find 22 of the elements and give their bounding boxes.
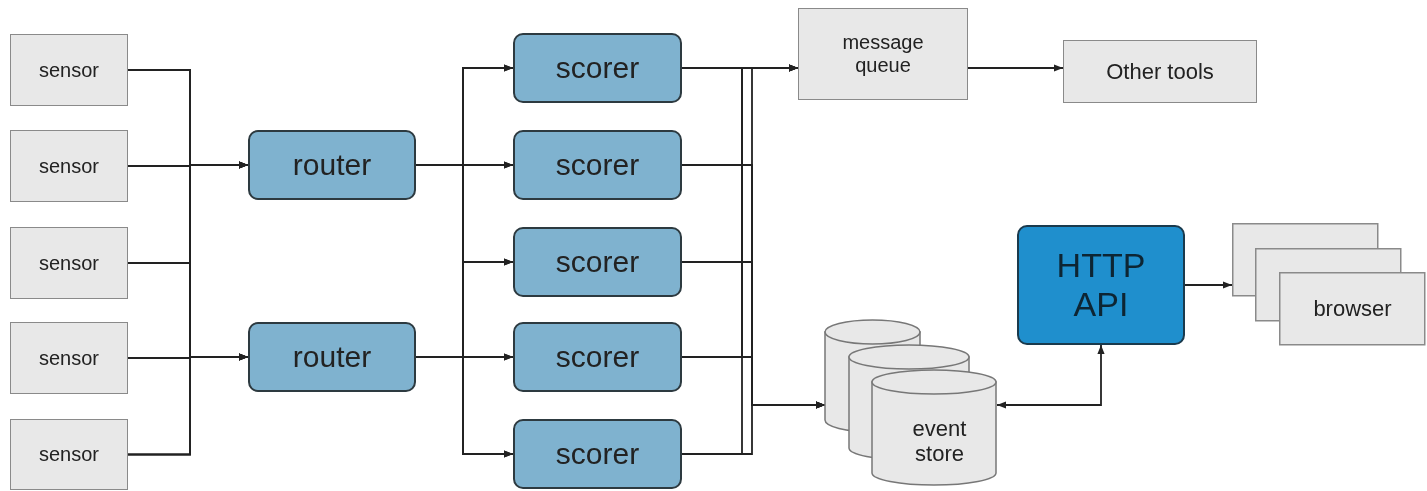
- scorer-box: scorer: [513, 130, 682, 200]
- tool-box: Other tools: [1063, 40, 1257, 103]
- connector-arrow: [681, 401, 826, 455]
- sensor-box: sensor: [10, 419, 128, 490]
- router-box: router: [248, 322, 416, 392]
- scorer-box: scorer: [513, 322, 682, 392]
- router-box: router: [248, 130, 416, 200]
- sensor-box: sensor: [10, 130, 128, 202]
- connector-arrow: [127, 353, 249, 456]
- database-stack: event store: [825, 320, 997, 486]
- api-box: HTTP API: [1017, 225, 1185, 345]
- scorer-box: scorer: [513, 419, 682, 489]
- sensor-box: sensor: [10, 34, 128, 106]
- connector-arrow: [996, 344, 1105, 409]
- scorer-box: scorer: [513, 33, 682, 103]
- browser-stack: browser: [1232, 223, 1426, 346]
- scorer-box: scorer: [513, 227, 682, 297]
- queue-box: message queue: [798, 8, 968, 100]
- sensor-box: sensor: [10, 227, 128, 299]
- sensor-box: sensor: [10, 322, 128, 394]
- connector-arrow: [1184, 281, 1233, 289]
- connector-arrow: [967, 64, 1064, 72]
